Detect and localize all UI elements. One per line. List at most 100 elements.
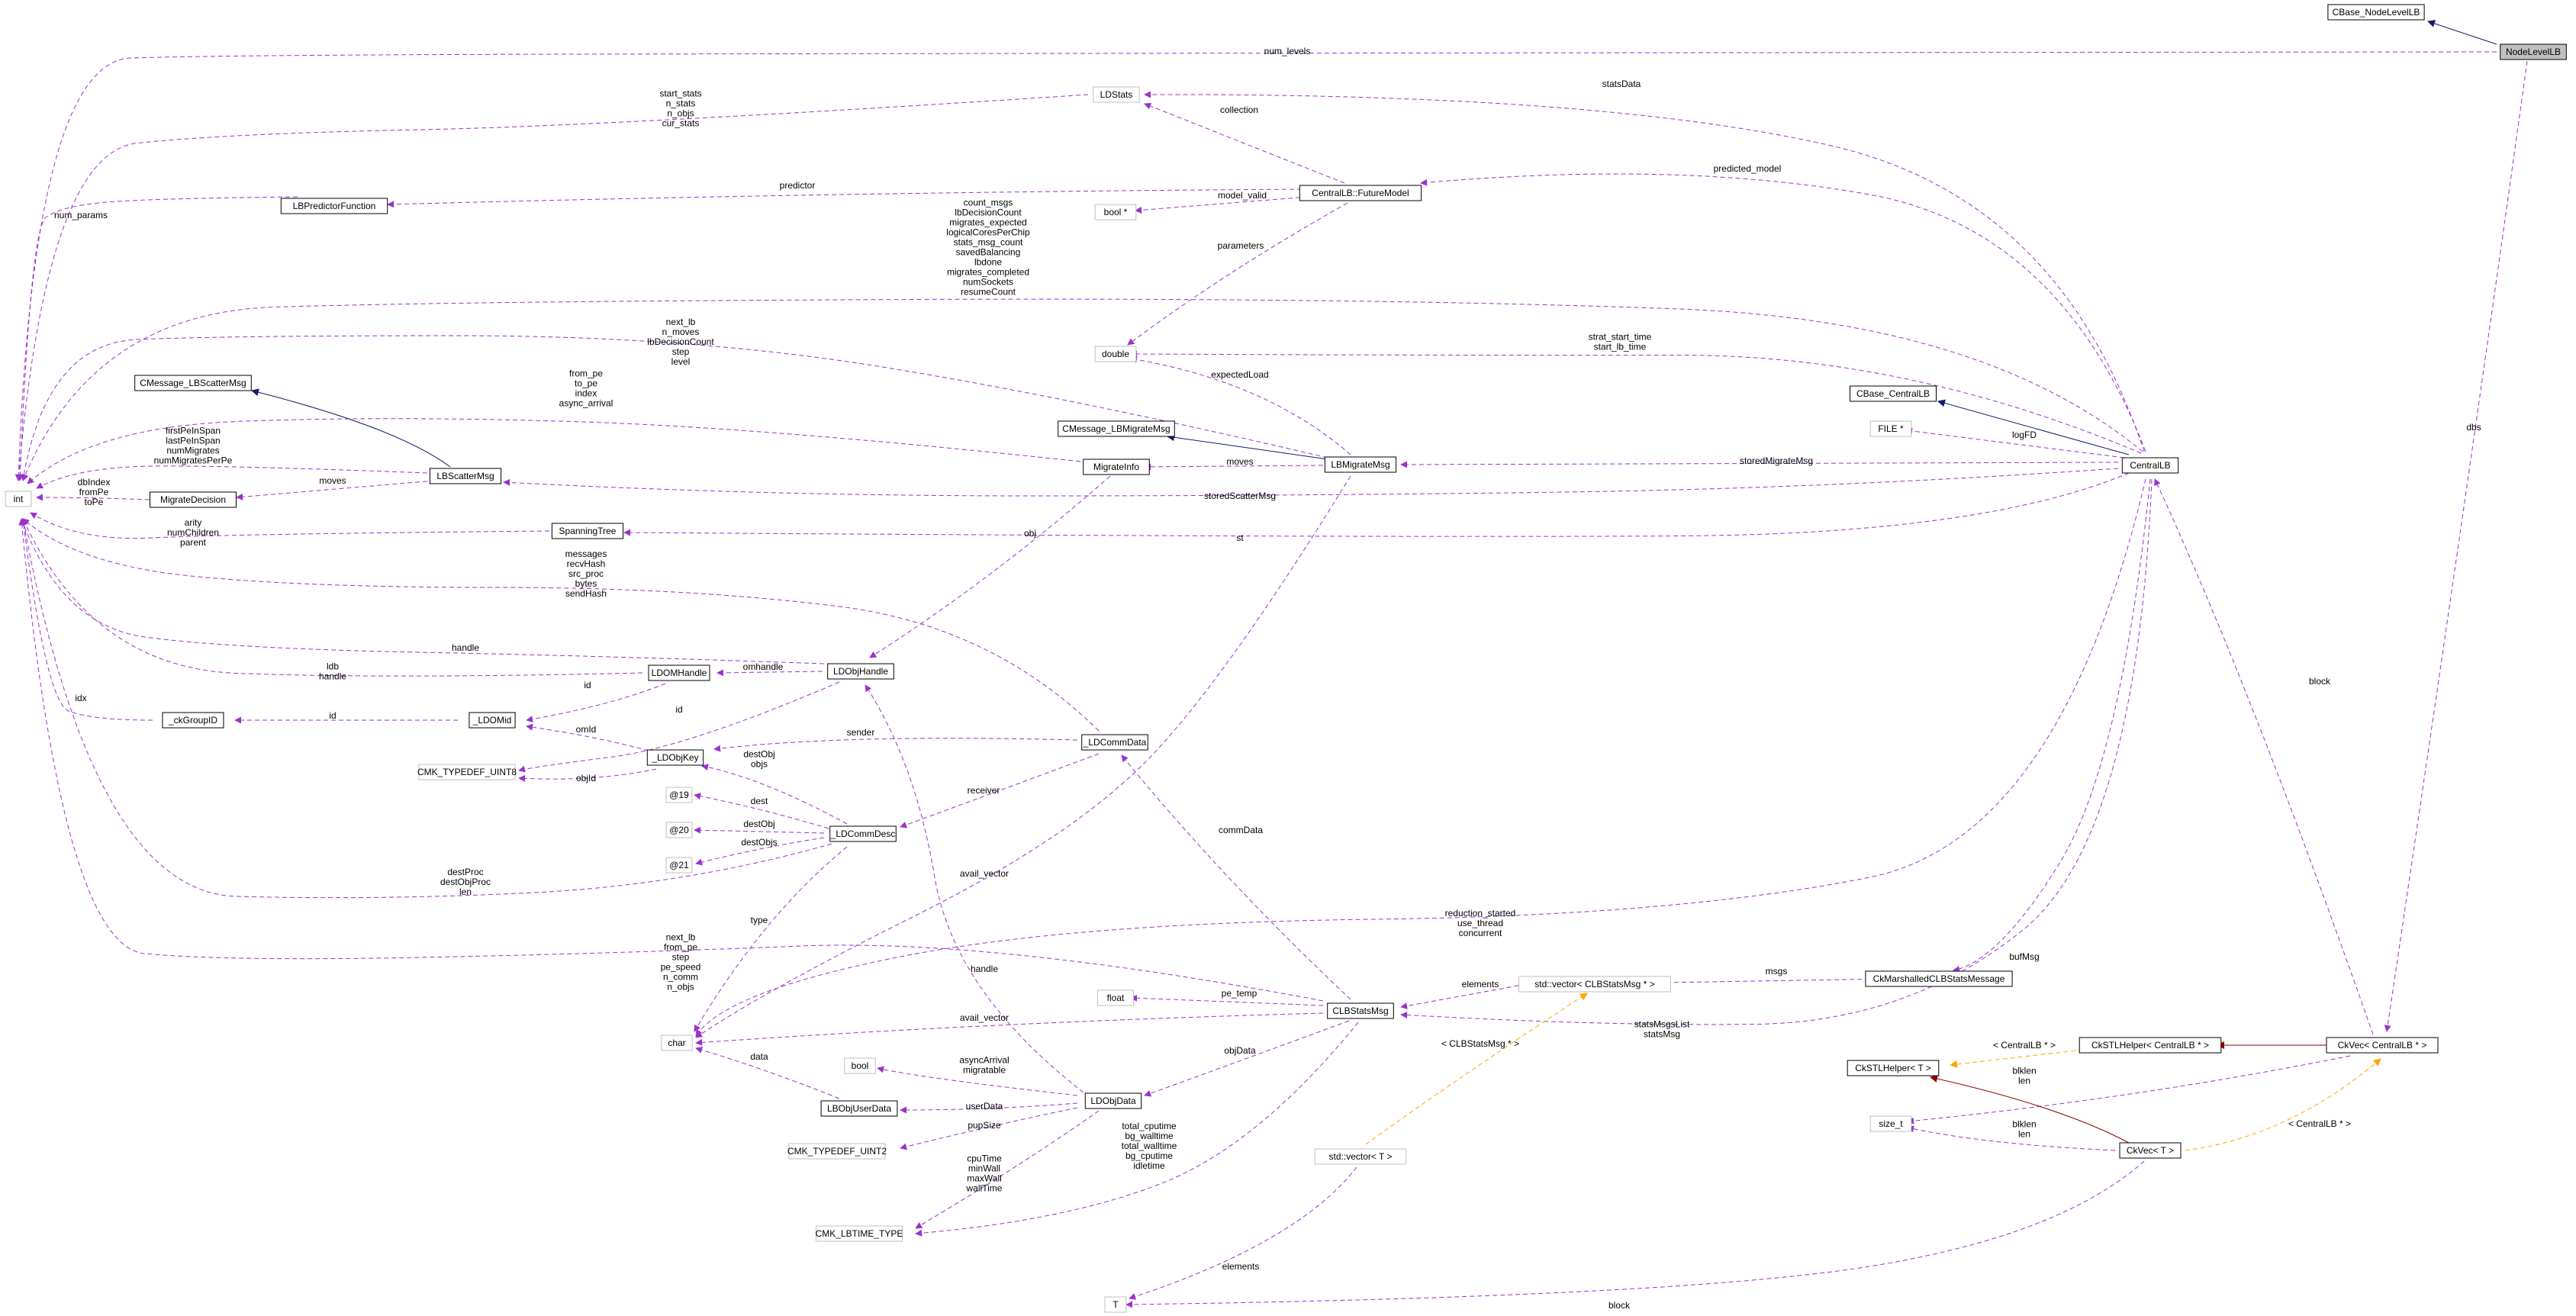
- class-node-uint2[interactable]: CMK_TYPEDEF_UINT2: [787, 1143, 887, 1160]
- class-node-lbtime[interactable]: CMK_LBTIME_TYPE: [816, 1225, 903, 1242]
- class-node-cmessage-lbscattermsg[interactable]: CMessage_LBScatterMsg: [134, 375, 252, 391]
- edge-label-block: block: [1608, 1300, 1631, 1311]
- class-box: [429, 468, 502, 484]
- class-node-ldobjhandle[interactable]: LDObjHandle: [827, 663, 894, 680]
- class-node-float[interactable]: float: [1097, 989, 1134, 1006]
- class-node-cbase-centrallb[interactable]: CBase_CentralLB: [1850, 385, 1937, 402]
- class-node-t[interactable]: T: [1104, 1296, 1127, 1313]
- edge-label-layer: num_levelsdbsstatsDatacollectionstart_st…: [54, 46, 2481, 1311]
- edge-label-destobjproc: destObjProc: [440, 877, 491, 887]
- edge-label-numchildren: numChildren: [167, 527, 219, 538]
- edge-lbmigratemsg-to-int: [20, 335, 1328, 481]
- class-name: _LDOMid: [472, 715, 512, 726]
- class-node-a19[interactable]: @19: [665, 787, 693, 803]
- class-node-clbstatsmsg[interactable]: CLBStatsMsg: [1327, 1002, 1394, 1019]
- class-node-bool[interactable]: bool: [844, 1057, 876, 1074]
- class-node-ldcommdata[interactable]: _LDCommData: [1081, 734, 1148, 751]
- class-node-vecclb[interactable]: std::vector< CLBStatsMsg * >: [1518, 976, 1671, 993]
- edge-label-blklen: blklen: [2012, 1066, 2036, 1076]
- class-node-lbpredictorfunction[interactable]: LBPredictorFunction: [280, 198, 388, 214]
- edge-label-pe-temp: pe_temp: [1222, 988, 1257, 999]
- class-node-nodelevellb[interactable]: NodeLevelLB: [2500, 43, 2567, 60]
- edge-label-pupsize: pupSize: [968, 1120, 1001, 1131]
- edge-ldomhandle-to-ldomid: [526, 683, 666, 723]
- edge-label-sender: sender: [847, 727, 875, 738]
- class-node-a21[interactable]: @21: [665, 857, 693, 874]
- edge-ldobjdata-to-lbobjuserdata: [900, 1102, 1078, 1114]
- class-node-ckmarshalled[interactable]: CkMarshalledCLBStatsMessage: [1865, 970, 2013, 987]
- class-node-fileptr[interactable]: FILE *: [1869, 420, 1912, 437]
- edge-lbscattermsg-to-int: [36, 465, 428, 489]
- class-node-lbmigratemsg[interactable]: LBMigrateMsg: [1324, 456, 1397, 473]
- class-node-boolptr[interactable]: bool *: [1094, 204, 1137, 220]
- class-node-double[interactable]: double: [1094, 346, 1137, 362]
- class-node-cmessage-lbmigratemsg[interactable]: CMessage_LBMigrateMsg: [1058, 420, 1175, 437]
- class-node-char[interactable]: char: [661, 1034, 693, 1051]
- edge-ldcommdesc-to-a19: [694, 793, 829, 829]
- class-name: bool: [852, 1060, 869, 1071]
- edge-label-firstpeinspan: firstPeInSpan: [166, 426, 221, 436]
- edge-migrateinfo-to-ldobjhandle: [869, 475, 1111, 658]
- class-name: MigrateDecision: [160, 494, 226, 505]
- edge-label-sendhash: sendHash: [565, 588, 607, 599]
- edge-label-concurrent: concurrent: [1459, 928, 1502, 938]
- class-node-ldomhandle[interactable]: LDOMHandle: [648, 664, 710, 681]
- class-node-centrallb[interactable]: CentralLB: [2121, 457, 2179, 474]
- edge-centrallb-to-spanningtree: [623, 472, 2130, 537]
- edge-label-userdata: userData: [966, 1101, 1003, 1112]
- class-box: [1081, 734, 1148, 751]
- edge-ldobjhandle-to-int: [20, 518, 825, 664]
- class-node-migrateinfo[interactable]: MigrateInfo: [1083, 459, 1150, 475]
- class-node-ckstlhelpert[interactable]: CkSTLHelper< T >: [1847, 1060, 1940, 1076]
- edge-label-stats-msg-count: stats_msg_count: [954, 237, 1023, 248]
- class-node-vect[interactable]: std::vector< T >: [1314, 1148, 1407, 1165]
- edge-label-tope: toPe: [85, 497, 104, 507]
- class-node-size-t[interactable]: size_t: [1869, 1115, 1912, 1132]
- class-name: CentralLB: [2130, 460, 2170, 471]
- edge-ldcommdesc-to-char: [694, 846, 848, 1032]
- edge-label-statsmsg: statsMsg: [1644, 1029, 1680, 1040]
- class-box: [1094, 346, 1137, 362]
- class-box: [2121, 457, 2179, 474]
- class-node-ckgroupid[interactable]: _ckGroupID: [162, 712, 224, 729]
- class-node-ldstats[interactable]: LDStats: [1093, 86, 1140, 103]
- class-node-ldomid[interactable]: _LDOMid: [469, 712, 516, 729]
- class-node-uint8[interactable]: CMK_TYPEDEF_UINT8: [417, 764, 517, 780]
- class-node-ldobjdata[interactable]: LDObjData: [1084, 1092, 1142, 1109]
- class-name: _LDCommDesc: [830, 829, 896, 839]
- edge-label-data: data: [750, 1051, 768, 1062]
- class-box: [469, 712, 516, 729]
- class-node-futuremodel[interactable]: CentralLB::FutureModel: [1299, 185, 1422, 201]
- class-node-ckstlhelperclb[interactable]: CkSTLHelper< CentralLB * >: [2079, 1037, 2222, 1054]
- edge-label-n-moves: n_moves: [662, 327, 700, 337]
- edge-futuremodel-to-boolptr: [1135, 196, 1309, 214]
- class-node-ldobjkey[interactable]: _LDObjKey: [646, 749, 704, 766]
- class-box: [665, 857, 693, 874]
- class-box: [2079, 1037, 2222, 1054]
- class-name: bool *: [1104, 207, 1128, 217]
- edge-label-start-lb-time: start_lb_time: [1594, 342, 1647, 352]
- class-node-lbscattermsg[interactable]: LBScatterMsg: [429, 468, 502, 484]
- edge-spanningtree-to-int: [30, 512, 550, 539]
- class-box: [280, 198, 388, 214]
- edge-label-statsmsgslist: statsMsgsList: [1634, 1019, 1690, 1030]
- class-node-cbase-nodelevellb[interactable]: CBase_NodeLevelLB: [2327, 4, 2425, 21]
- class-node-int[interactable]: int: [5, 491, 32, 507]
- edge-ldcommdesc-to-ldobjkey: [701, 764, 848, 825]
- edge-label-total-walltime: total_walltime: [1122, 1141, 1177, 1151]
- class-node-ckvecclb[interactable]: CkVec< CentralLB * >: [2326, 1037, 2439, 1054]
- edge-migrateinfo-to-int: [27, 418, 1089, 484]
- class-node-a20[interactable]: @20: [665, 822, 693, 838]
- edge-label-ldb: ldb: [327, 661, 339, 672]
- edge-label-bg-cputime: bg_cputime: [1125, 1150, 1173, 1161]
- class-name: _ckGroupID: [168, 715, 217, 726]
- class-node-ckvect[interactable]: CkVec< T >: [2119, 1142, 2182, 1159]
- class-node-spanningtree[interactable]: SpanningTree: [551, 523, 624, 539]
- class-node-lbobjuserdata[interactable]: LBObjUserData: [820, 1100, 898, 1117]
- class-box: [1518, 976, 1671, 993]
- edge-label-len: len: [2018, 1129, 2030, 1140]
- class-node-ldcommdesc[interactable]: _LDCommDesc: [829, 825, 897, 842]
- class-node-migratedecision[interactable]: MigrateDecision: [150, 491, 237, 508]
- edge-label-migrates-completed: migrates_completed: [947, 267, 1029, 278]
- edge-label-predictor: predictor: [780, 180, 816, 191]
